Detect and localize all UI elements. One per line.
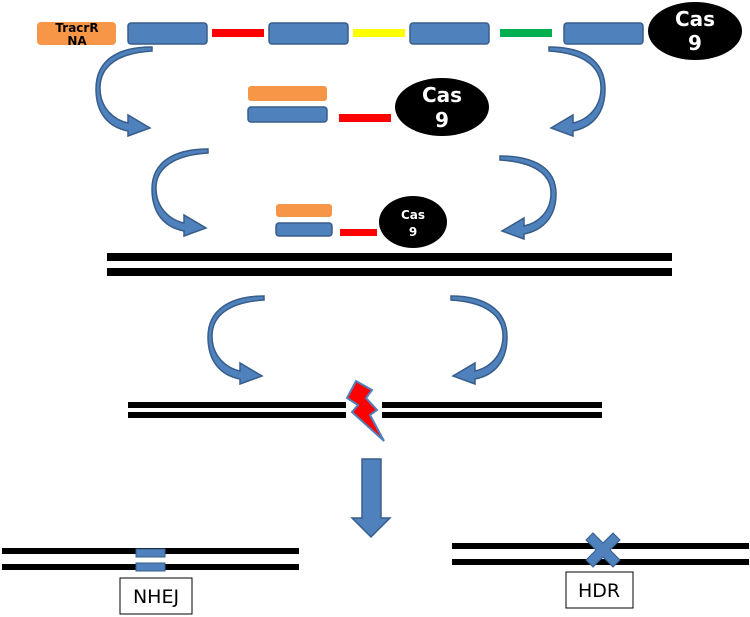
x-mark-icon (585, 532, 621, 568)
hdr-label: HDR (578, 580, 620, 602)
curved-arrow-icon (151, 148, 209, 238)
dna-left-top (128, 402, 346, 408)
lightning-bolt-icon (345, 379, 385, 442)
curved-arrow-icon (499, 155, 557, 241)
cleaved-dna (128, 379, 602, 442)
curved-arrow-icon (450, 295, 508, 386)
crispr-array: TracrR NA Cas 9 (37, 2, 742, 60)
dna-right-top (382, 402, 602, 408)
tracrrna-bar (276, 204, 332, 217)
complex-stage-2: Cas 9 (247, 78, 489, 136)
tracrrna-label-line2: NA (67, 34, 87, 48)
curved-arrow-icon (548, 46, 606, 138)
nhej-outcome: NHEJ (2, 548, 299, 615)
dna-strand-top (107, 253, 672, 261)
curved-arrow-icon (207, 295, 265, 386)
nhej-label-box (119, 577, 193, 615)
repeat-bar (275, 222, 333, 237)
nhej-label: NHEJ (133, 586, 179, 608)
cas9-medium (395, 78, 489, 136)
repeat-box-3 (409, 22, 490, 45)
repeat-bar (247, 106, 328, 123)
cas9-medium-label-line2: 9 (435, 108, 449, 132)
dna-right-bottom (382, 412, 602, 418)
cas9-small-label-line1: Cas (401, 208, 425, 222)
down-arrow-icon (350, 458, 392, 539)
block-insertion-icon (135, 562, 166, 572)
repeat-box-2 (268, 22, 349, 45)
cas9-small-label-line2: 9 (409, 225, 417, 239)
tracrrna-label-line1: TracrR (55, 21, 98, 35)
hdr-outcome: HDR (452, 532, 749, 609)
curved-arrow-icon (95, 46, 153, 138)
spacer-red (212, 29, 264, 37)
hdr-label-box (565, 571, 634, 609)
spacer-yellow (353, 29, 405, 37)
repeat-box-4 (563, 22, 644, 45)
cas9-medium-label-line1: Cas (422, 83, 462, 107)
cas9-large-label-line2: 9 (688, 31, 702, 55)
repeat-box-1 (127, 22, 208, 45)
cas9-small (379, 196, 447, 248)
cas9-large-label-line1: Cas (675, 7, 715, 31)
tracrrna-box (37, 22, 116, 45)
complex-stage-3: Cas 9 (275, 196, 447, 248)
dna-strand-bottom (107, 268, 672, 276)
spacer-green (500, 29, 552, 37)
tracrrna-bar (248, 86, 327, 101)
target-dna (107, 253, 672, 276)
block-insertion-icon (135, 548, 166, 558)
dna-strand-bottom (452, 559, 749, 565)
dna-left-bottom (128, 412, 346, 418)
spacer-red (340, 229, 377, 236)
cas9-large (648, 2, 742, 60)
spacer-red (339, 114, 391, 122)
